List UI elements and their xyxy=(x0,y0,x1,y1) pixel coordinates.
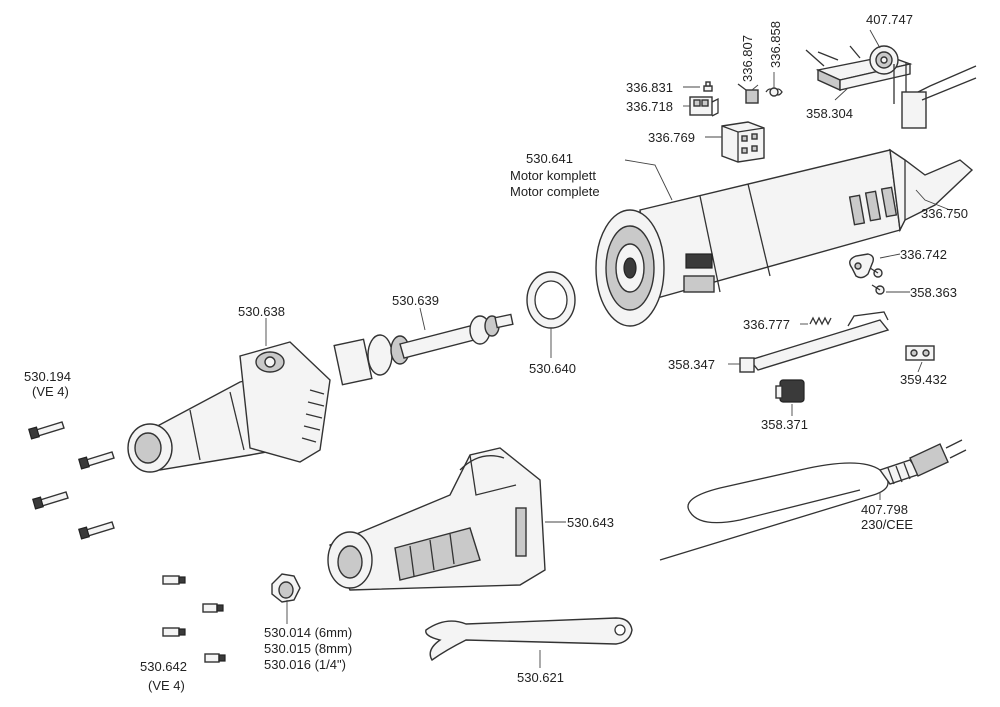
label-motor-complete: Motor complete xyxy=(510,184,600,199)
gear-head-530638 xyxy=(127,341,331,473)
screws-358363 xyxy=(869,267,885,295)
label-530621: 530.621 xyxy=(517,670,564,685)
label-358371: 358.371 xyxy=(761,417,808,432)
label-230cee: 230/CEE xyxy=(861,517,913,532)
grip-housing-530643 xyxy=(327,447,546,591)
label-358363: 358.363 xyxy=(910,285,957,300)
label-530641: 530.641 xyxy=(526,151,573,166)
label-530640: 530.640 xyxy=(529,361,576,376)
spring-336858 xyxy=(765,87,783,97)
spindle-530639 xyxy=(333,313,514,386)
label-336777: 336.777 xyxy=(743,317,790,332)
switch-rod-358347 xyxy=(739,311,890,373)
label-530639: 530.639 xyxy=(392,293,439,308)
label-407747: 407.747 xyxy=(866,12,913,27)
label-530014: 530.014 (6mm) xyxy=(264,625,352,640)
slider-358371 xyxy=(775,379,805,403)
label-336750: 336.750 xyxy=(921,206,968,221)
spring-336777 xyxy=(809,316,832,326)
screws-530194 xyxy=(28,421,115,540)
label-530194: 530.194 xyxy=(24,369,71,384)
carbon-brush-336807 xyxy=(737,83,759,104)
label-530638: 530.638 xyxy=(238,304,285,319)
label-336769: 336.769 xyxy=(648,130,695,145)
electronics-module-407747 xyxy=(805,45,913,104)
label-358304: 358.304 xyxy=(806,106,853,121)
capacitor-358304 xyxy=(901,65,977,129)
collet-nut-530014 xyxy=(271,573,301,603)
label-336718: 336.718 xyxy=(626,99,673,114)
label-530015: 530.015 (8mm) xyxy=(264,641,352,656)
connector-359432 xyxy=(905,345,935,361)
label-530643: 530.643 xyxy=(567,515,614,530)
label-530194-ve4: (VE 4) xyxy=(32,384,69,399)
switch-block-336718 xyxy=(689,96,719,117)
label-530642-ve4: (VE 4) xyxy=(148,678,185,693)
label-530016: 530.016 (1/4") xyxy=(264,657,346,672)
label-359432: 359.432 xyxy=(900,372,947,387)
label-336742: 336.742 xyxy=(900,247,947,262)
label-336858: 336.858 xyxy=(768,21,783,68)
label-336831: 336.831 xyxy=(626,80,673,95)
leader-lines xyxy=(265,29,951,668)
cable-clamp-336742 xyxy=(849,253,875,279)
switch-336769 xyxy=(721,121,765,163)
label-407798: 407.798 xyxy=(861,502,908,517)
power-cable-407798 xyxy=(659,439,967,561)
motor-housing-530641 xyxy=(595,148,974,327)
label-336807: 336.807 xyxy=(740,35,755,82)
label-motor-komplett: Motor komplett xyxy=(510,168,596,183)
label-358347: 358.347 xyxy=(668,357,715,372)
label-530642: 530.642 xyxy=(140,659,187,674)
wrench-530621 xyxy=(425,617,633,662)
screw-336831 xyxy=(703,81,713,92)
screws-530642 xyxy=(162,575,226,663)
ring-530640 xyxy=(526,271,576,329)
